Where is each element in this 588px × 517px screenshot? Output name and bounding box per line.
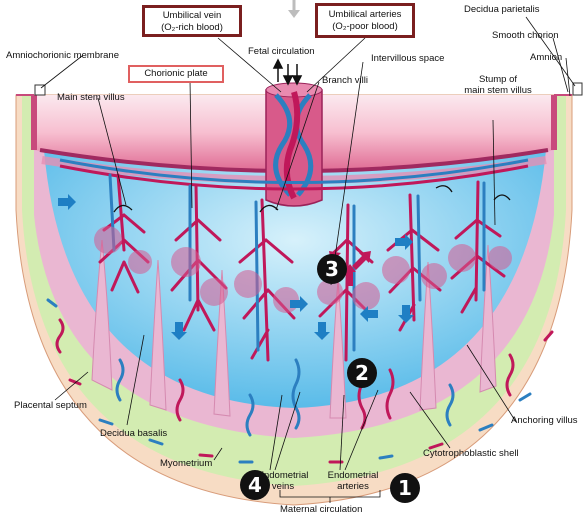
label-branch-villi: Branch villi bbox=[322, 75, 368, 86]
label-endometrial-arteries: Endometrial arteries bbox=[322, 470, 384, 492]
label-amnion: Amnion bbox=[530, 52, 562, 63]
label-amniochorionic-membrane: Amniochorionic membrane bbox=[6, 50, 119, 61]
umbilical-vein-title: Umbilical vein bbox=[145, 10, 239, 22]
chorionic-plate-box: Chorionic plate bbox=[128, 65, 224, 83]
label-fetal-circulation: Fetal circulation bbox=[248, 46, 315, 57]
label-myometrium: Myometrium bbox=[160, 458, 212, 469]
label-endometrial-arteries-line1: Endometrial bbox=[322, 470, 384, 481]
label-main-stem-villus: Main stem villus bbox=[57, 92, 125, 103]
umbilical-arteries-title: Umbilical arteries bbox=[318, 9, 412, 21]
label-endometrial-arteries-line2: arteries bbox=[322, 481, 384, 492]
label-stump-line2: main stem villus bbox=[453, 85, 543, 96]
chorionic-plate-label: Chorionic plate bbox=[144, 68, 207, 79]
label-placental-septum: Placental septum bbox=[14, 400, 87, 411]
label-decidua-parietalis: Decidua parietalis bbox=[464, 4, 540, 15]
label-cytotrophoblastic-shell: Cytotrophoblastic shell bbox=[423, 448, 519, 459]
umbilical-vein-box: Umbilical vein (O₂-rich blood) bbox=[142, 5, 242, 37]
label-intervillous-space: Intervillous space bbox=[371, 53, 444, 64]
umbilical-arteries-subtitle: (O₂-poor blood) bbox=[318, 21, 412, 33]
fetal-circulation-arrows bbox=[274, 60, 301, 84]
label-decidua-basalis: Decidua basalis bbox=[100, 428, 167, 439]
step-marker-4: 4 bbox=[240, 470, 270, 500]
label-anchoring-villus: Anchoring villus bbox=[511, 415, 578, 426]
step-marker-2: 2 bbox=[347, 358, 377, 388]
label-stump-main-stem-villus: Stump of main stem villus bbox=[453, 74, 543, 96]
umbilical-vein-subtitle: (O₂-rich blood) bbox=[145, 22, 239, 34]
label-smooth-chorion: Smooth chorion bbox=[492, 30, 559, 41]
umbilical-arteries-box: Umbilical arteries (O₂-poor blood) bbox=[315, 3, 415, 38]
step-marker-1: 1 bbox=[390, 473, 420, 503]
label-stump-line1: Stump of bbox=[453, 74, 543, 85]
label-maternal-circulation: Maternal circulation bbox=[280, 504, 362, 515]
step-marker-3: 3 bbox=[317, 254, 347, 284]
